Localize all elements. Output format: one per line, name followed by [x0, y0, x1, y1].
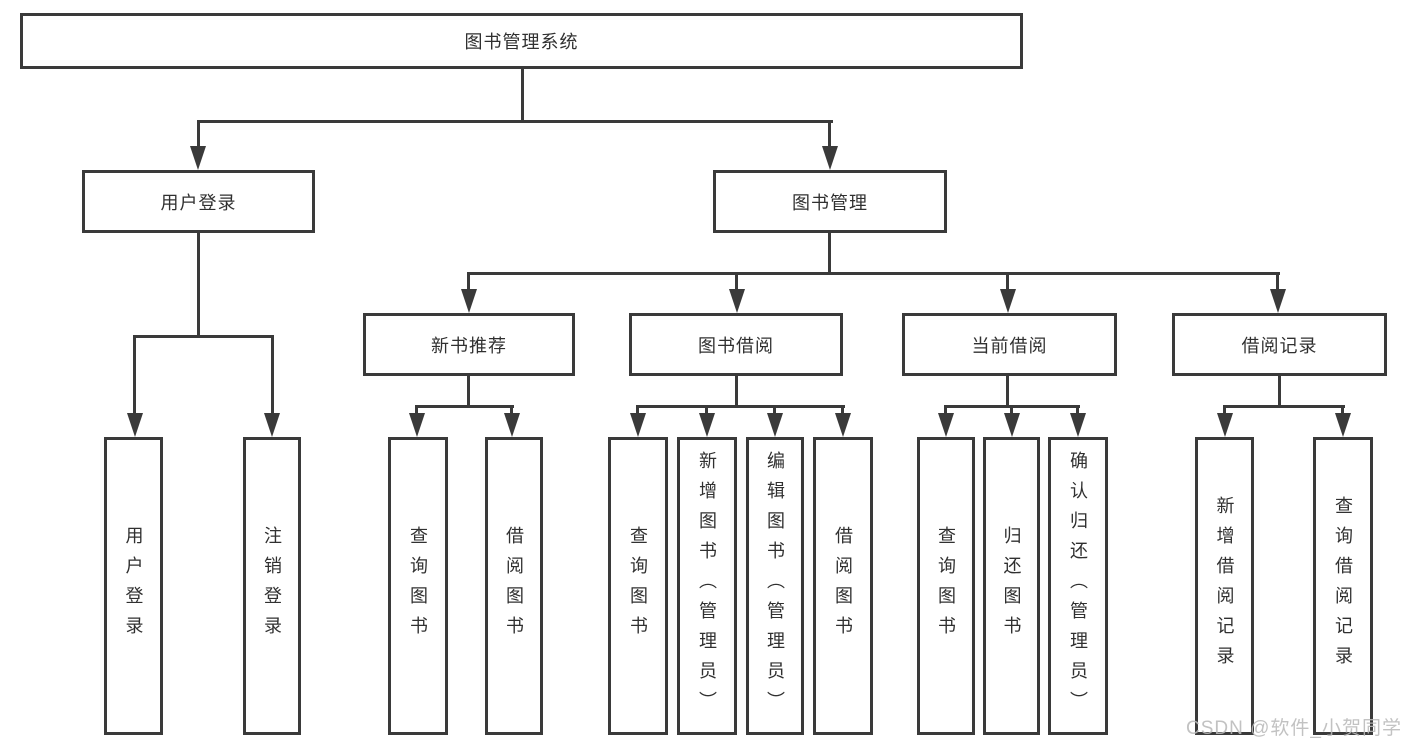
- connector-br-query-stub: [1341, 407, 1344, 415]
- leaf-br-add-record: 新增借阅记录: [1195, 437, 1254, 735]
- connector-nb-stem: [467, 375, 470, 407]
- connector-cb-confirm-stub: [1076, 407, 1079, 415]
- arrowhead-bb-borrow-icon: [835, 413, 851, 437]
- leaf-bb-query-books: 查询图书: [608, 437, 668, 735]
- arrowhead-leaf-logout-icon: [264, 413, 280, 437]
- connector-user-login-stub: [197, 121, 200, 148]
- node-borrow-record: 借阅记录: [1172, 313, 1387, 376]
- node-new-book-recommend: 新书推荐: [363, 313, 575, 376]
- connector-bb-stem: [735, 375, 738, 407]
- leaf-cb-return-books: 归还图书: [983, 437, 1040, 735]
- node-current-borrow: 当前借阅: [902, 313, 1117, 376]
- arrowhead-book-borrow-icon: [729, 289, 745, 313]
- arrowhead-borrow-record-icon: [1270, 289, 1286, 313]
- arrowhead-current-borrow-icon: [1000, 289, 1016, 313]
- node-book-management: 图书管理: [713, 170, 947, 233]
- connector-cb-return-stub: [1010, 407, 1013, 415]
- connector-current-borrow-stub: [1006, 274, 1009, 291]
- arrowhead-bb-query-icon: [630, 413, 646, 437]
- connector-nb-query-stub: [415, 407, 418, 415]
- node-root-system: 图书管理系统: [20, 13, 1023, 69]
- connector-leaf-login-stub: [133, 337, 136, 415]
- leaf-logout: 注销登录: [243, 437, 301, 735]
- arrowhead-bb-add-icon: [699, 413, 715, 437]
- connector-bb-edit-stub: [773, 407, 776, 415]
- leaf-bb-edit-books-admin: 编辑图书（管理员）: [746, 437, 804, 735]
- leaf-user-login: 用户登录: [104, 437, 163, 735]
- connector-cb-splitter: [944, 405, 1080, 408]
- arrowhead-cb-return-icon: [1004, 413, 1020, 437]
- connector-user-login-splitter: [133, 335, 274, 338]
- leaf-cb-confirm-return-admin: 确认归还（管理员）: [1048, 437, 1108, 735]
- arrowhead-nb-borrow-icon: [504, 413, 520, 437]
- leaf-nb-borrow-books: 借阅图书: [485, 437, 543, 735]
- arrowhead-new-book-icon: [461, 289, 477, 313]
- connector-bb-borrow-stub: [841, 407, 844, 415]
- connector-br-add-stub: [1223, 407, 1226, 415]
- leaf-bb-add-books-admin: 新增图书（管理员）: [677, 437, 737, 735]
- arrowhead-br-query-icon: [1335, 413, 1351, 437]
- arrowhead-bb-edit-icon: [767, 413, 783, 437]
- connector-user-login-stem: [197, 233, 200, 337]
- connector-br-stem: [1278, 375, 1281, 407]
- connector-borrow-record-stub: [1276, 274, 1279, 291]
- connector-book-borrow-stub: [735, 274, 738, 291]
- connector-bb-add-stub: [705, 407, 708, 415]
- arrowhead-nb-query-icon: [409, 413, 425, 437]
- connector-cb-query-stub: [944, 407, 947, 415]
- connector-bb-splitter: [636, 405, 845, 408]
- arrowhead-br-add-icon: [1217, 413, 1233, 437]
- leaf-cb-query-books: 查询图书: [917, 437, 975, 735]
- connector-leaf-logout-stub: [271, 337, 274, 415]
- connector-level2-branch: [197, 120, 833, 123]
- leaf-nb-query-books: 查询图书: [388, 437, 448, 735]
- connector-nb-borrow-stub: [510, 407, 513, 415]
- connector-bb-query-stub: [636, 407, 639, 415]
- connector-book-mgmt-stub: [828, 121, 831, 148]
- connector-book-mgmt-stem: [828, 233, 831, 274]
- node-book-borrow: 图书借阅: [629, 313, 843, 376]
- connector-new-book-stub: [467, 274, 470, 291]
- connector-br-splitter: [1223, 405, 1345, 408]
- arrowhead-user-login-icon: [190, 146, 206, 170]
- leaf-br-query-record: 查询借阅记录: [1313, 437, 1373, 735]
- connector-level3-branch: [467, 272, 1280, 275]
- connector-root-trunk: [521, 68, 524, 122]
- node-user-login: 用户登录: [82, 170, 315, 233]
- connector-cb-stem: [1006, 375, 1009, 407]
- csdn-watermark: CSDN @软件_小贺同学: [1186, 718, 1402, 739]
- arrowhead-cb-confirm-icon: [1070, 413, 1086, 437]
- leaf-bb-borrow-books: 借阅图书: [813, 437, 873, 735]
- connector-nb-splitter: [415, 405, 514, 408]
- arrowhead-leaf-login-icon: [127, 413, 143, 437]
- arrowhead-cb-query-icon: [938, 413, 954, 437]
- arrowhead-book-mgmt-icon: [822, 146, 838, 170]
